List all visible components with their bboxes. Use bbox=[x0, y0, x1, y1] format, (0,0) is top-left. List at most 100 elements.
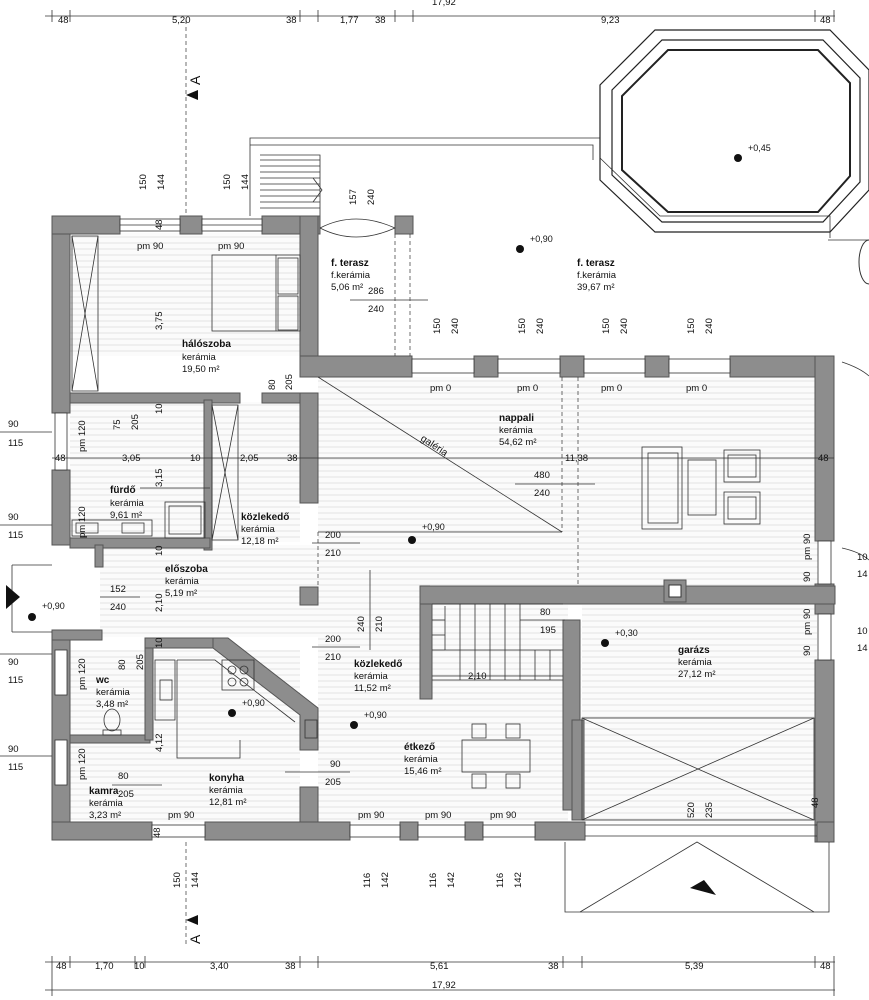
top-dimension-chain: 48 5,20 38 1,77 38 9,23 48 17,92 bbox=[45, 0, 835, 26]
parapet-12: pm 90 bbox=[168, 810, 194, 821]
inner-dim-13: 11,38 bbox=[565, 453, 588, 464]
door-dim-12: 80 bbox=[540, 607, 551, 618]
parapet-1: pm 90 bbox=[218, 241, 244, 252]
parapet-6: pm 120 bbox=[77, 420, 88, 452]
inner-dim-9: 3,05 bbox=[122, 453, 141, 464]
inner-dim-7: 48 bbox=[154, 219, 165, 230]
room-area: 15,46 m² bbox=[404, 766, 442, 777]
room-material: kerámia bbox=[499, 425, 534, 436]
inner-dim-5: 10 bbox=[154, 637, 165, 648]
room-material: kerámia bbox=[678, 657, 713, 668]
door-dim-23: 205 bbox=[325, 777, 341, 788]
dim-top-0: 48 bbox=[58, 15, 69, 26]
room-material: kerámia bbox=[241, 524, 276, 535]
room-area: 39,67 m² bbox=[577, 282, 615, 293]
window-dim-14: 150 bbox=[172, 872, 183, 888]
door-dim-22: 90 bbox=[330, 759, 341, 770]
inner-dim-11: 2,05 bbox=[240, 453, 259, 464]
interior-lines bbox=[6, 235, 869, 913]
door-dim-15: 205 bbox=[284, 374, 295, 390]
door-dim-19: 205 bbox=[135, 654, 146, 670]
inner-dim-12: 38 bbox=[287, 453, 298, 464]
room-label-kamra: kamra kerámia 3,23 m² bbox=[89, 786, 124, 821]
room-material: kerámia bbox=[96, 687, 131, 698]
inner-dim-8: 48 bbox=[152, 827, 163, 838]
parapet-10: pm 90 bbox=[802, 534, 813, 560]
parapet-7: pm 120 bbox=[77, 506, 88, 538]
room-material: kerámia bbox=[182, 352, 217, 363]
room-name: kamra bbox=[89, 786, 119, 797]
window-dim-13: 240 bbox=[704, 318, 715, 334]
door-dimensions: 286 240 480 240 200 210 152 240 200 210 … bbox=[100, 286, 595, 800]
door-dim-13: 195 bbox=[540, 625, 556, 636]
room-label-terasz-1: f. terasz f.kerámia 5,06 m² bbox=[331, 258, 371, 293]
side-dim-3: 115 bbox=[8, 530, 23, 541]
side-dim-8: 10 bbox=[857, 552, 868, 563]
room-name: nappali bbox=[499, 413, 534, 424]
room-label-kozlekedo-1: közlekedő kerámia 12,18 m² bbox=[241, 512, 289, 547]
room-material: kerámia bbox=[354, 671, 389, 682]
window-dim-22: 520 bbox=[686, 802, 697, 818]
dim-top-total: 17,92 bbox=[432, 0, 456, 8]
window-dim-11: 240 bbox=[619, 318, 630, 334]
door-dim-11: 210 bbox=[374, 616, 385, 632]
parapet-5: pm 0 bbox=[686, 383, 707, 394]
dim-bottom-5: 5,61 bbox=[430, 961, 449, 972]
side-dim-11: 14 bbox=[857, 643, 868, 654]
dim-top-2: 38 bbox=[286, 15, 297, 26]
section-marker-bottom: A bbox=[185, 842, 203, 945]
dim-bottom-8: 48 bbox=[820, 961, 831, 972]
door-dim-4: 200 bbox=[325, 530, 341, 541]
room-area: 54,62 m² bbox=[499, 437, 537, 448]
parapet-14: pm 90 bbox=[425, 810, 451, 821]
parapet-11: pm 90 bbox=[802, 609, 813, 635]
parapet-15: pm 90 bbox=[490, 810, 516, 821]
window-dim-3: 144 bbox=[240, 174, 251, 190]
door-dim-3: 240 bbox=[534, 488, 550, 499]
door-dim-5: 210 bbox=[325, 548, 341, 559]
parapet-4: pm 0 bbox=[601, 383, 622, 394]
window-dim-6: 150 bbox=[432, 318, 443, 334]
window-dim-0: 150 bbox=[138, 174, 149, 190]
window-dim-4: 157 bbox=[348, 189, 359, 205]
level-markers: +0,45 +0,90 +0,90 +0,90 +0,90 +0,90 +0,3… bbox=[28, 143, 771, 729]
window-dim-17: 142 bbox=[380, 872, 391, 888]
side-dim-6: 90 bbox=[8, 744, 19, 755]
door-dim-1: 240 bbox=[368, 304, 384, 315]
side-dim-4: 90 bbox=[8, 657, 19, 668]
dim-top-3: 1,77 bbox=[340, 15, 359, 26]
room-label-etkezo: étkező kerámia 15,46 m² bbox=[404, 742, 442, 777]
dim-top-6: 48 bbox=[820, 15, 831, 26]
level-4: +0,90 bbox=[242, 698, 265, 708]
dim-bottom-0: 48 bbox=[56, 961, 67, 972]
level-0: +0,45 bbox=[748, 143, 771, 153]
inner-dim-10: 10 bbox=[190, 453, 201, 464]
side-dim-0: 90 bbox=[8, 419, 19, 430]
room-label-halo: hálószoba kerámia 19,50 m² bbox=[182, 339, 231, 375]
room-material: kerámia bbox=[404, 754, 439, 765]
side-dim-9: 14 bbox=[857, 569, 868, 580]
room-material: kerámia bbox=[209, 785, 244, 796]
inner-dim-14: 48 bbox=[818, 453, 829, 464]
parapet-labels: pm 90 pm 90 pm 0 pm 0 pm 0 pm 0 pm 120 p… bbox=[77, 241, 813, 821]
window-dim-10: 150 bbox=[601, 318, 612, 334]
room-name: előszoba bbox=[165, 564, 208, 575]
inner-dim-19: 48 bbox=[810, 797, 821, 808]
section-label-bottom: A bbox=[187, 934, 203, 944]
window-dim-1: 144 bbox=[156, 174, 167, 190]
window-dim-23: 235 bbox=[704, 802, 715, 818]
door-dim-0: 286 bbox=[368, 286, 384, 297]
window-dim-5: 240 bbox=[366, 189, 377, 205]
window-dim-16: 116 bbox=[362, 873, 373, 888]
dim-bottom-3: 3,40 bbox=[210, 961, 229, 972]
window-dim-8: 150 bbox=[517, 318, 528, 334]
inner-dim-18: 2,10 bbox=[468, 671, 487, 682]
room-name: közlekedő bbox=[241, 512, 289, 523]
parapet-0: pm 90 bbox=[137, 241, 163, 252]
room-name: fürdő bbox=[110, 485, 136, 496]
room-material: kerámia bbox=[89, 798, 124, 809]
windows bbox=[54, 218, 832, 838]
dim-top-4: 38 bbox=[375, 15, 386, 26]
room-area: 9,61 m² bbox=[110, 510, 142, 521]
parapet-9: pm 120 bbox=[77, 748, 88, 780]
